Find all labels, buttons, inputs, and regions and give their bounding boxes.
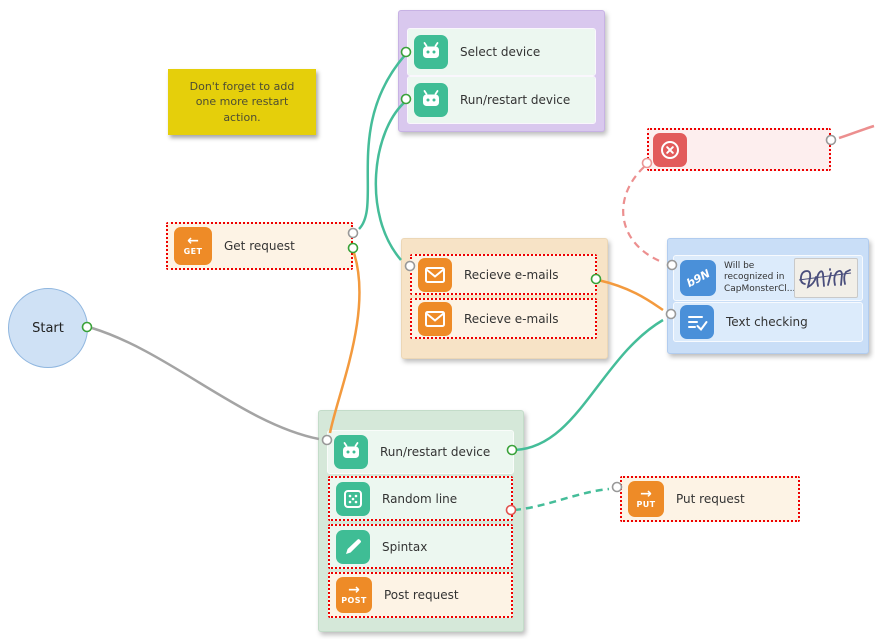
pencil-icon — [336, 529, 370, 564]
port-get-request-out[interactable] — [347, 242, 359, 254]
android-icon — [414, 35, 448, 69]
put-request-icon: → PUT — [628, 481, 664, 517]
group-emails[interactable]: Recieve e-mails Recieve e-mails — [401, 238, 608, 359]
node-run-restart-device-bottom[interactable]: Run/restart device — [327, 430, 514, 474]
node-label: Text checking — [726, 315, 808, 329]
node-label: Recieve e-mails — [464, 311, 559, 326]
captcha-recognition-icon: b9N — [680, 260, 716, 296]
node-recieve-emails-1[interactable]: Recieve e-mails — [410, 254, 597, 295]
port-run-restart-top-out[interactable] — [400, 93, 412, 105]
node-label: Select device — [460, 45, 541, 59]
get-request-icon: ← GET — [174, 227, 212, 265]
sticky-note-text: Don't forget to add one more restart act… — [189, 79, 295, 124]
port-error-action-in[interactable] — [825, 134, 837, 146]
wire-edge-to-error-action[interactable] — [838, 124, 875, 140]
post-request-icon: → POST — [336, 577, 372, 613]
port-put-request-in[interactable] — [611, 481, 623, 493]
node-label: Post request — [384, 588, 459, 602]
dice-icon — [336, 481, 370, 516]
node-label: Run/restart device — [460, 93, 571, 107]
wire-random-line-to-put-request[interactable] — [513, 487, 610, 512]
android-icon — [334, 435, 368, 469]
node-get-request[interactable]: ← GET Get request — [166, 222, 353, 270]
node-captcha-recognition[interactable]: b9N Will be recognized in CapMonsterCl..… — [673, 255, 863, 301]
text-check-icon — [680, 305, 714, 339]
port-captcha-recognition-in[interactable] — [666, 259, 678, 271]
node-post-request[interactable]: → POST Post request — [328, 572, 513, 618]
node-error-action[interactable] — [647, 128, 831, 171]
node-recieve-emails-2[interactable]: Recieve e-mails — [410, 298, 597, 339]
port-run-restart-bottom-in[interactable] — [321, 434, 333, 446]
wire-error-to-captcha-recognition[interactable] — [622, 166, 663, 264]
node-spintax[interactable]: Spintax — [328, 524, 513, 569]
node-label: Random line — [382, 491, 458, 506]
error-cross-icon — [653, 132, 687, 167]
port-start-out[interactable] — [81, 321, 93, 333]
android-icon — [414, 83, 448, 117]
port-text-checking-in[interactable] — [665, 308, 677, 320]
node-label: Recieve e-mails — [464, 267, 559, 282]
port-select-device-out[interactable] — [400, 46, 412, 58]
node-random-line[interactable]: Random line — [328, 476, 513, 521]
start-label: Start — [32, 320, 64, 336]
wire-start-to-run-restart[interactable] — [91, 326, 320, 441]
node-put-request[interactable]: → PUT Put request — [620, 476, 800, 522]
node-label: Put request — [676, 492, 745, 506]
sticky-note[interactable]: Don't forget to add one more restart act… — [168, 69, 316, 135]
start-node[interactable]: Start — [8, 288, 88, 368]
envelope-icon — [418, 257, 452, 292]
node-label: Spintax — [382, 539, 428, 554]
port-run-restart-bottom-out[interactable] — [506, 444, 518, 456]
group-recognition[interactable]: b9N Will be recognized in CapMonsterCl..… — [667, 238, 869, 354]
node-label: Will be recognized in CapMonsterCl... — [724, 261, 796, 294]
captcha-image — [794, 258, 858, 298]
envelope-icon — [418, 301, 452, 336]
node-select-device[interactable]: Select device — [407, 28, 596, 76]
port-random-line-out[interactable] — [505, 504, 517, 516]
port-error-action-out[interactable] — [641, 157, 653, 169]
node-label: Run/restart device — [380, 445, 491, 459]
port-recieve-emails-out[interactable] — [590, 273, 602, 285]
node-run-restart-device-top[interactable]: Run/restart device — [407, 76, 596, 124]
node-text-checking[interactable]: Text checking — [673, 302, 863, 342]
node-label: Get request — [224, 239, 295, 253]
group-device-setup[interactable]: Select device Run/restart device — [398, 10, 605, 132]
wire-get-request-to-run-restart[interactable] — [328, 249, 361, 434]
group-main-flow[interactable]: Run/restart device Random line Spintax →… — [318, 410, 524, 632]
port-get-request-in[interactable] — [347, 227, 359, 239]
port-recieve-emails-in[interactable] — [404, 260, 416, 272]
